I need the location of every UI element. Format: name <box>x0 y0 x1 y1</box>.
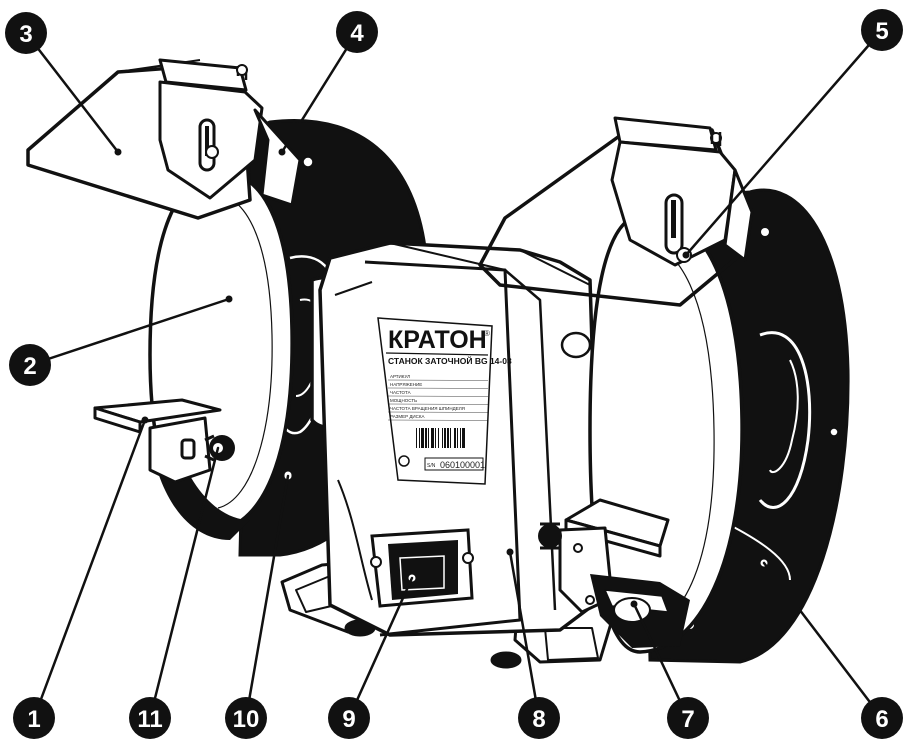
callout-7: 7 <box>667 697 709 739</box>
nameplate-registered: ® <box>484 329 490 338</box>
left-spark-deflector <box>158 58 302 207</box>
spec-row-label: ЧАСТОТА ВРАЩЕНИЯ ШПИНДЕЛЯ <box>390 406 465 411</box>
barcode-bar <box>460 428 461 448</box>
spec-row-label: НАПРЯЖЕНИЕ <box>390 382 422 387</box>
callout-10: 10 <box>225 697 267 739</box>
svg-text:5: 5 <box>875 18 888 45</box>
barcode-bar <box>435 428 436 448</box>
nameplate: КРАТОН ® СТАНОК ЗАТОЧНОЙ BG 14-03 АРТИКУ… <box>377 317 512 485</box>
svg-text:2: 2 <box>23 353 36 380</box>
callout-3: 3 <box>5 12 47 54</box>
svg-text:11: 11 <box>137 706 162 733</box>
nameplate-spec-rows: АРТИКУЛ НАПРЯЖЕНИЕ ЧАСТОТА МОЩНОСТЬ ЧАСТОТА … <box>387 374 489 421</box>
barcode-bar <box>462 428 465 448</box>
callout-4: 4 <box>336 11 378 53</box>
left-tool-rest <box>93 398 222 484</box>
nameplate-barcode <box>416 428 465 448</box>
barcode-bar <box>444 428 446 448</box>
callout-8: 8 <box>518 697 560 739</box>
callout-2: 2 <box>9 344 51 386</box>
serial-prefix: S/N <box>427 463 436 469</box>
barcode-bar <box>438 428 439 448</box>
spec-row-label: АРТИКУЛ <box>390 374 410 379</box>
barcode-bar <box>431 428 434 448</box>
barcode-bar <box>447 428 449 448</box>
svg-text:9: 9 <box>342 706 355 733</box>
barcode-bar <box>428 428 429 448</box>
spec-row-label: РАЗМЕР ДИСКА <box>390 414 425 419</box>
spec-row-label: ЧАСТОТА <box>390 390 411 395</box>
callout-5: 5 <box>861 9 903 51</box>
barcode-bar <box>442 428 443 448</box>
barcode-bar <box>419 428 420 448</box>
svg-text:7: 7 <box>681 706 694 733</box>
callout-9: 9 <box>328 697 370 739</box>
callout-1: 1 <box>13 697 55 739</box>
svg-text:1: 1 <box>27 706 40 733</box>
barcode-bar <box>425 428 427 448</box>
barcode-bar <box>454 428 456 448</box>
right-tool-rest <box>558 498 670 614</box>
callout-11: 11 <box>129 697 171 739</box>
barcode-bar <box>421 428 424 448</box>
nameplate-brand: КРАТОН <box>388 326 487 354</box>
serial-number: 060100001 <box>440 460 485 470</box>
nameplate-model: СТАНОК ЗАТОЧНОЙ BG 14-03 <box>388 355 512 366</box>
spec-row-label: МОЩНОСТЬ <box>390 398 417 403</box>
barcode-bar <box>457 428 458 448</box>
callout-leaders <box>24 28 884 720</box>
callout-badges: 1 2 3 4 5 6 7 8 <box>5 9 903 739</box>
right-spark-deflector <box>610 116 754 267</box>
svg-text:3: 3 <box>19 21 32 48</box>
svg-text:10: 10 <box>233 706 260 733</box>
barcode-bar <box>450 428 451 448</box>
barcode-bar <box>416 428 417 448</box>
power-switch <box>370 528 474 608</box>
svg-text:8: 8 <box>532 706 545 733</box>
svg-text:4: 4 <box>350 20 364 47</box>
certification-mark <box>398 455 410 467</box>
callout-6: 6 <box>861 697 903 739</box>
left-adjust-knob <box>204 434 235 462</box>
right-adjust-knob <box>538 522 562 550</box>
svg-text:6: 6 <box>875 706 888 733</box>
